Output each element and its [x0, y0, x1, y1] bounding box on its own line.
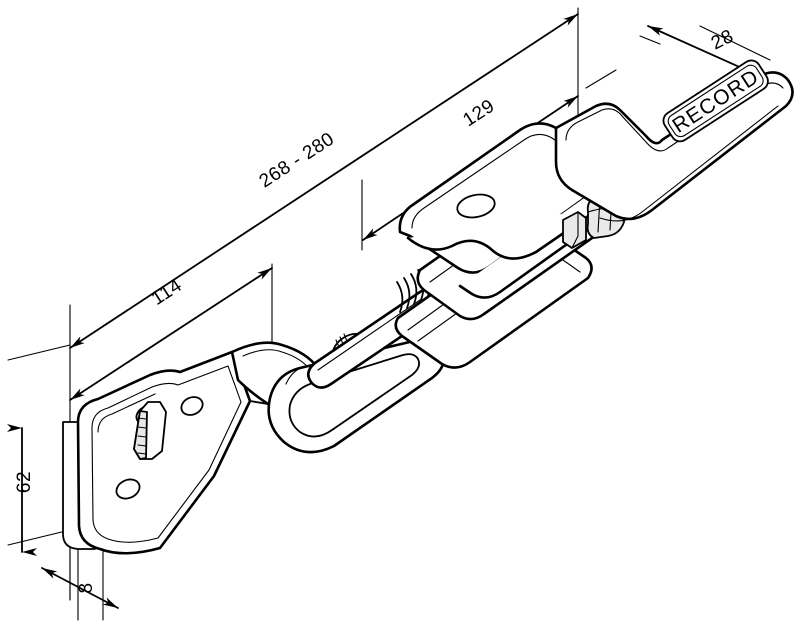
threaded-rod-highlight [317, 299, 421, 371]
shackle-cap-edge [285, 367, 301, 385]
base-plate-face [76, 350, 252, 555]
hex-nut-side [133, 410, 148, 460]
record-badge-inner [667, 64, 764, 138]
dimension-line-8 [41, 567, 119, 609]
dimension-line-114 [69, 267, 273, 401]
dimension-label-129: 129 [459, 96, 498, 132]
dimension-label-268-280: 268 - 280 [256, 128, 339, 192]
ext-line-28-left [639, 35, 661, 45]
record-badge-frame [662, 59, 769, 143]
hex-nut-thread-1 [137, 417, 147, 420]
handle-lever-body [554, 71, 794, 221]
dimension-label-114: 114 [148, 275, 186, 310]
hex-nut-thread-4 [137, 444, 147, 447]
construction-tick [585, 69, 617, 89]
handle-lever: RECORD [554, 59, 794, 222]
hex-nut-edge [145, 411, 148, 459]
ext-tick-62-top [7, 344, 71, 361]
pivot-pin [456, 193, 496, 219]
base-plate [62, 350, 252, 555]
mounting-hole-2 [180, 396, 204, 416]
base-plate-bevel-hint [97, 393, 156, 433]
hex-nut-thread-3 [137, 435, 147, 438]
ext-tick-62-bottom [7, 529, 71, 546]
dimension-label-8: 8 [76, 582, 97, 593]
dimension-label-62: 62 [14, 471, 35, 493]
hex-nut [133, 401, 167, 460]
swing-arm-base-join [249, 400, 269, 405]
mounting-hole-3 [115, 478, 141, 500]
hex-nut-thread-2 [137, 426, 147, 429]
hex-nut-thread-5 [137, 452, 147, 455]
dimension-label-28: 28 [708, 26, 737, 55]
handle-lever-lower-edge [599, 105, 779, 222]
shackle-inner [288, 353, 421, 438]
base-plate-inner-edge [91, 365, 242, 543]
release-catch-block-edge [571, 211, 579, 249]
swing-arm-top-edge [242, 349, 313, 373]
latch-top-plate-inner [411, 133, 589, 229]
latch-wave-face [406, 206, 602, 260]
